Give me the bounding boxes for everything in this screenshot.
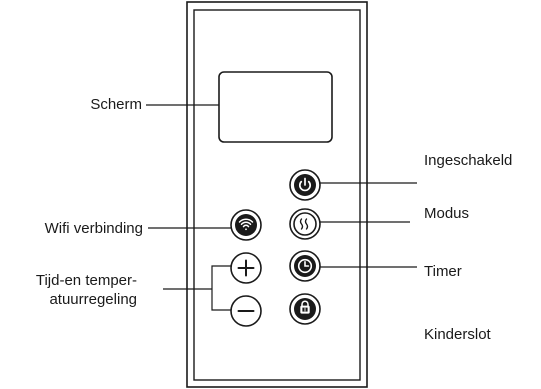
power-icon [298, 177, 312, 192]
plus-icon [237, 259, 255, 277]
wifi-icon [238, 218, 254, 231]
mode-button[interactable] [289, 208, 321, 240]
device-inner-frame [193, 9, 361, 381]
wifi-button[interactable] [230, 209, 262, 241]
label-child-lock: Kinderslot [424, 326, 491, 343]
lock-icon [300, 300, 310, 314]
label-time-temp-line1: Tijd-en temper- [35, 272, 137, 289]
label-time-temp-line2: atuurregeling [49, 291, 137, 308]
label-screen: Scherm [90, 96, 142, 113]
label-power: Ingeschakeld [424, 152, 513, 169]
label-mode: Modus [424, 205, 470, 222]
power-button[interactable] [289, 169, 321, 201]
label-wifi: Wifi verbinding [44, 220, 143, 237]
clock-icon [297, 258, 313, 274]
time-temp-bracket [163, 265, 231, 311]
label-timer: Timer [424, 263, 462, 280]
heat-waves-icon [299, 218, 309, 230]
label-time-temp: Tijd-en temper- atuurregeling [36, 271, 137, 309]
child-lock-button[interactable] [289, 293, 321, 325]
plus-button[interactable] [230, 252, 262, 284]
display-screen [218, 71, 333, 143]
timer-button[interactable] [289, 250, 321, 282]
minus-button[interactable] [230, 295, 262, 327]
device-outer-frame [186, 1, 368, 388]
